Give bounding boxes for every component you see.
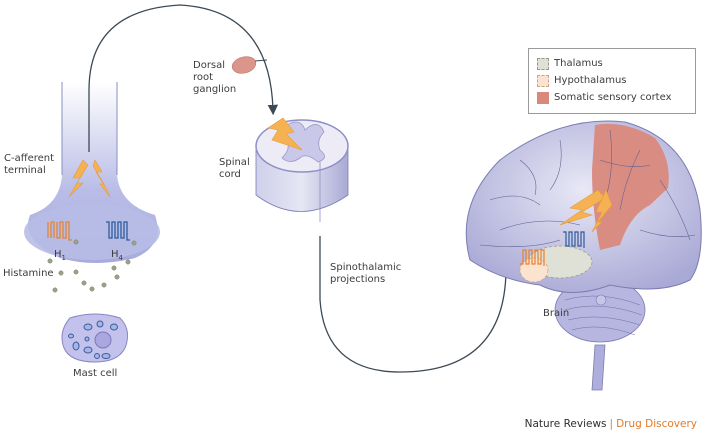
legend-item-somatic-sensory-cortex: Somatic sensory cortex xyxy=(537,89,695,106)
legend: Thalamus Hypothalamus Somatic sensory co… xyxy=(528,48,696,114)
lightning-icon xyxy=(92,159,111,198)
dorsal-root-ganglion-label: Dorsal root ganglion xyxy=(193,60,237,95)
histamine-label: Histamine xyxy=(3,268,54,279)
c-afferent-terminal-label: C-afferent terminal xyxy=(4,153,55,176)
journal-name: Drug Discovery xyxy=(616,418,697,430)
histamine-molecules xyxy=(47,239,137,293)
h4-label: H4 xyxy=(111,249,123,262)
journal-credit: Nature Reviews|Drug Discovery xyxy=(525,418,697,430)
dorsal-root-ganglion xyxy=(231,56,268,74)
lightning-icon xyxy=(68,159,89,198)
lightning-icon xyxy=(267,117,303,151)
afferent-pathway-arrow xyxy=(88,4,279,152)
h1-label: H1 xyxy=(54,249,66,262)
legend-item-thalamus: Thalamus xyxy=(537,55,695,72)
legend-item-hypothalamus: Hypothalamus xyxy=(537,72,695,89)
brain-label: Brain xyxy=(543,308,570,319)
separator: | xyxy=(609,418,614,430)
c-afferent-terminal xyxy=(24,82,160,263)
lightning-icon xyxy=(591,189,613,233)
mast-cell xyxy=(61,313,129,363)
h1-receptor-icon xyxy=(47,221,72,241)
spinal-cord xyxy=(255,119,349,222)
spinal-cord-label: Spinal cord xyxy=(219,157,250,180)
publisher-name: Nature Reviews xyxy=(524,418,607,430)
mast-cell-label: Mast cell xyxy=(73,368,118,379)
legend-swatch xyxy=(537,91,549,104)
h4-receptor-icon xyxy=(563,231,585,248)
spinothalamic-arrow xyxy=(319,236,512,373)
legend-swatch xyxy=(537,74,549,87)
legend-swatch xyxy=(537,57,549,70)
spinothalamic-projections-label: Spinothalamic projections xyxy=(330,262,402,285)
h1-receptor-icon xyxy=(520,249,545,266)
h4-receptor-icon xyxy=(106,221,130,241)
brain xyxy=(465,120,702,391)
